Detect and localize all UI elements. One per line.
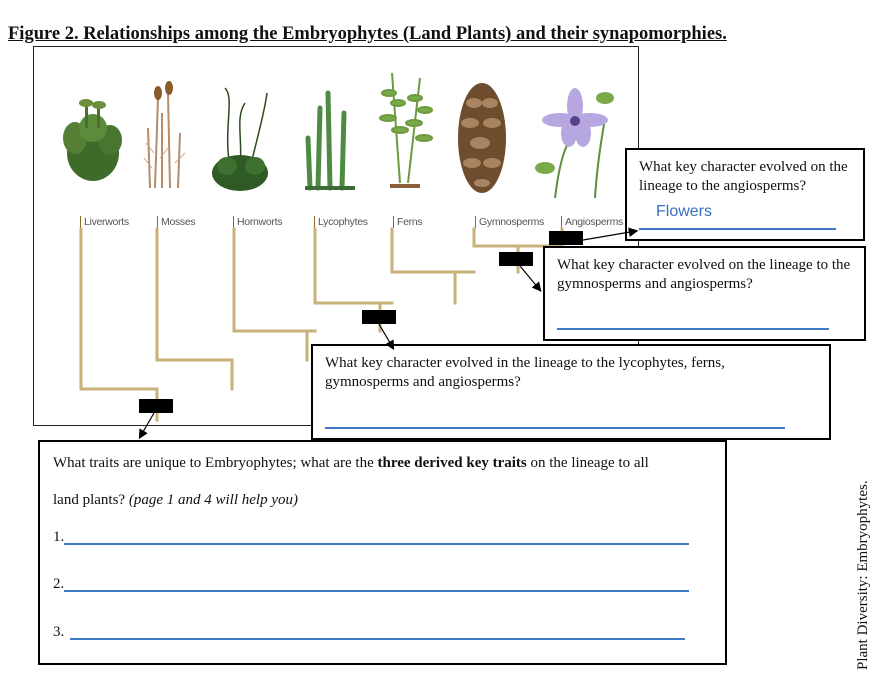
- taxon-label-liverworts: Liverworts: [80, 216, 129, 228]
- question-prompt-line1: What traits are unique to Embryophytes; …: [53, 454, 649, 473]
- branch-hornworts: [232, 227, 317, 333]
- answer-line-1[interactable]: [64, 543, 689, 545]
- item-number-2: 2.: [53, 576, 65, 592]
- taxon-label-gymnosperms: Gymnosperms: [475, 216, 544, 228]
- answer-line[interactable]: [557, 328, 829, 330]
- question-prompt: What key character evolved in the lineag…: [325, 355, 725, 390]
- question-prompt: What key character evolved on the lineag…: [557, 257, 851, 292]
- taxon-label-angiosperms: Angiosperms: [561, 216, 623, 228]
- prompt-line2: land plants?: [53, 492, 129, 508]
- answer-line-2[interactable]: [64, 590, 689, 592]
- marker-seed-trait: [499, 252, 533, 266]
- question-box-gymno-angio: What key character evolved on the lineag…: [543, 246, 866, 341]
- answer-line[interactable]: [325, 427, 785, 429]
- taxon-label-mosses: Mosses: [157, 216, 196, 228]
- branch-mosses: [155, 227, 234, 362]
- hornwort-plant-icon: [212, 87, 268, 191]
- answer-text[interactable]: Flowers: [656, 203, 713, 220]
- marker-embryophyte-trait: [139, 399, 173, 413]
- item-number-3: 3.: [53, 624, 65, 640]
- branch-ferns: [390, 227, 476, 274]
- answer-line[interactable]: [639, 228, 836, 230]
- liverwort-plant-icon: [63, 99, 122, 181]
- fern-plant-icon: [379, 72, 433, 188]
- flower-icon: [535, 88, 614, 198]
- prompt-end: on the lineage to all: [526, 455, 649, 471]
- arrow-to-vascular-box: [378, 323, 395, 351]
- moss-plant-icon: [143, 81, 186, 189]
- marker-angiosperm-trait: [549, 231, 583, 245]
- taxon-label-lycophytes: Lycophytes: [314, 216, 368, 228]
- figure-title: Figure 2. Relationships among the Embryo…: [8, 24, 727, 44]
- item-number-1: 1.: [53, 529, 65, 545]
- taxon-label-hornworts: Hornworts: [233, 216, 282, 228]
- answer-line-3[interactable]: [70, 638, 685, 640]
- arrow-to-seed-box: [519, 265, 542, 292]
- question-prompt-line2: land plants? (page 1 and 4 will help you…: [53, 491, 298, 510]
- side-caption: Plant Diversity: Embryophytes.: [855, 480, 871, 670]
- question-box-embryophytes: What traits are unique to Embryophytes; …: [38, 440, 727, 665]
- question-prompt: What key character evolved on the lineag…: [639, 159, 848, 194]
- prompt-bold: three derived key traits: [377, 455, 527, 471]
- question-box-vascular: What key character evolved in the lineag…: [311, 344, 831, 440]
- branch-lycophytes: [313, 227, 394, 305]
- lycophyte-plant-icon: [305, 90, 355, 191]
- question-box-angiosperms: What key character evolved on the lineag…: [625, 148, 865, 241]
- arrow-to-embryophyte-box: [138, 412, 155, 440]
- branch-liverworts: [79, 227, 159, 391]
- marker-vascular-trait: [362, 310, 396, 324]
- taxon-label-ferns: Ferns: [393, 216, 423, 228]
- pinecone-icon: [458, 83, 506, 193]
- arrow-to-angiosperm-box: [582, 227, 639, 241]
- prompt-hint: (page 1 and 4 will help you): [128, 492, 298, 508]
- prompt-start: What traits are unique to Embryophytes; …: [53, 455, 378, 471]
